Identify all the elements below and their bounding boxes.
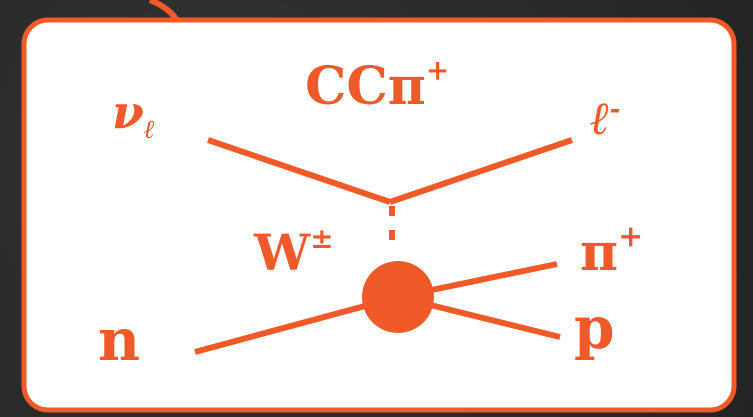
diagram-box bbox=[21, 17, 737, 413]
lepton-line bbox=[389, 137, 573, 205]
neutrino-label: νℓ bbox=[112, 85, 155, 145]
w-boson-label: W± bbox=[253, 222, 334, 282]
proton-label: p bbox=[574, 294, 615, 362]
lepton-label: ℓ- bbox=[590, 91, 620, 145]
neutrino-line bbox=[207, 137, 391, 205]
hadronic-vertex bbox=[362, 261, 434, 333]
pion-label: π+ bbox=[580, 219, 643, 283]
title-label: CCπ+ bbox=[305, 54, 449, 117]
neutron-label: n bbox=[98, 306, 140, 374]
